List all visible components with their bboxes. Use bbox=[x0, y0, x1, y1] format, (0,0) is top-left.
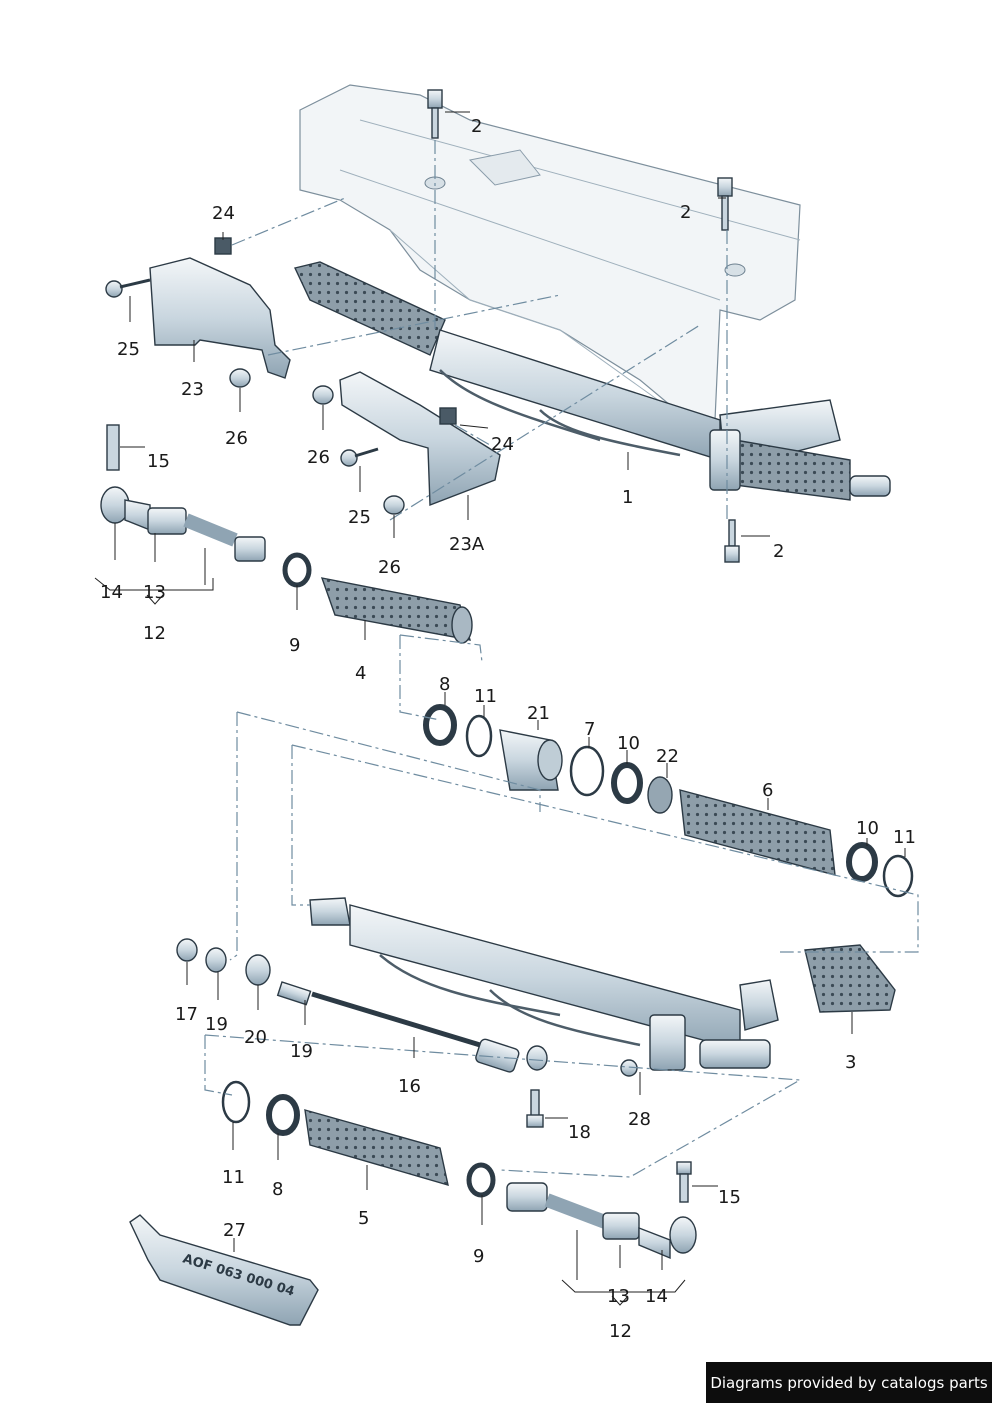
bellows-3 bbox=[804, 944, 896, 1013]
clamp-10-middle bbox=[611, 762, 643, 804]
callout-15-upper: 15 bbox=[147, 451, 170, 472]
callout-21: 21 bbox=[527, 703, 550, 724]
nut-26-a bbox=[229, 368, 251, 388]
callout-15-lower: 15 bbox=[718, 1187, 741, 1208]
washer-19-a bbox=[205, 947, 227, 973]
clamp-10-right bbox=[846, 842, 878, 882]
subframe bbox=[299, 84, 801, 431]
callout-11-middle: 11 bbox=[474, 686, 497, 707]
clamp-9-upper bbox=[282, 552, 312, 588]
callout-18: 18 bbox=[568, 1122, 591, 1143]
washer-22 bbox=[647, 776, 673, 814]
callout-19-a: 19 bbox=[205, 1014, 228, 1035]
callout-14-lower: 14 bbox=[645, 1286, 668, 1307]
callout-8-middle: 8 bbox=[439, 674, 450, 695]
callout-9-upper: 9 bbox=[289, 635, 300, 656]
screw-25-left bbox=[105, 278, 151, 298]
callout-26-c: 26 bbox=[378, 557, 401, 578]
callout-9-lower: 9 bbox=[473, 1246, 484, 1267]
callout-26-a: 26 bbox=[225, 428, 248, 449]
callout-1: 1 bbox=[622, 487, 633, 508]
callout-8-lower: 8 bbox=[272, 1179, 283, 1200]
nut-17 bbox=[176, 938, 198, 962]
callout-25-left: 25 bbox=[117, 339, 140, 360]
nut-26-c bbox=[383, 495, 405, 515]
inner-tie-rod-16 bbox=[276, 981, 548, 1073]
bolt-2-top-right bbox=[717, 177, 733, 231]
callout-16: 16 bbox=[398, 1076, 421, 1097]
callout-23A: 23A bbox=[449, 534, 485, 555]
credit-banner: Diagrams provided by catalogs parts bbox=[706, 1362, 992, 1403]
callout-24-upper: 24 bbox=[212, 203, 235, 224]
clamp-9-lower bbox=[466, 1162, 496, 1198]
callout-5: 5 bbox=[358, 1208, 369, 1229]
callout-labels: 1 2 2 2 3 4 5 6 7 8 8 9 9 10 10 11 11 11… bbox=[100, 116, 916, 1342]
callout-13-lower: 13 bbox=[607, 1286, 630, 1307]
callout-19-b: 19 bbox=[290, 1041, 313, 1062]
callout-14-upper: 14 bbox=[100, 582, 123, 603]
ring-11-right bbox=[882, 854, 914, 898]
callout-6: 6 bbox=[762, 780, 773, 801]
callout-2-top-right: 2 bbox=[680, 202, 691, 223]
callout-2-bottom: 2 bbox=[773, 541, 784, 562]
callout-13-upper: 13 bbox=[143, 582, 166, 603]
callout-24-lower: 24 bbox=[491, 434, 514, 455]
callout-22: 22 bbox=[656, 746, 679, 767]
callout-20: 20 bbox=[244, 1027, 267, 1048]
callout-17: 17 bbox=[175, 1004, 198, 1025]
callout-12-upper: 12 bbox=[143, 623, 166, 644]
callout-3: 3 bbox=[845, 1052, 856, 1073]
clip-24-right bbox=[439, 407, 457, 425]
assembly-lines bbox=[204, 140, 919, 1178]
callout-27: 27 bbox=[223, 1220, 246, 1241]
ring-7 bbox=[569, 745, 605, 797]
callout-2-top-left: 2 bbox=[471, 116, 482, 137]
steering-rack-exploded bbox=[309, 897, 779, 1071]
callout-25-right: 25 bbox=[348, 507, 371, 528]
callout-11-right: 11 bbox=[893, 827, 916, 848]
clamp-8-middle bbox=[423, 704, 457, 746]
leader-lines bbox=[94, 111, 906, 1306]
callout-11-lower: 11 bbox=[222, 1167, 245, 1188]
bellows-5 bbox=[304, 1109, 449, 1186]
nut-26-b bbox=[312, 385, 334, 405]
bushing-21 bbox=[499, 729, 563, 791]
callout-4: 4 bbox=[355, 663, 366, 684]
tie-rod-upper-left bbox=[100, 424, 266, 562]
callout-28: 28 bbox=[628, 1109, 651, 1130]
callout-23: 23 bbox=[181, 379, 204, 400]
callout-26-b: 26 bbox=[307, 447, 330, 468]
bolt-2-bottom bbox=[724, 519, 740, 563]
heat-shield-23A bbox=[339, 371, 501, 507]
clamp-8-lower bbox=[266, 1094, 300, 1136]
callout-12-lower: 12 bbox=[609, 1321, 632, 1342]
ring-11-lower bbox=[221, 1080, 251, 1124]
screw-25-right bbox=[340, 447, 379, 467]
callout-10-middle: 10 bbox=[617, 733, 640, 754]
bolt-18 bbox=[526, 1089, 544, 1128]
ring-11-middle bbox=[465, 714, 493, 758]
grease-tube-27: AOF 063 000 04 bbox=[129, 1214, 319, 1326]
callout-7: 7 bbox=[584, 719, 595, 740]
callout-10-right: 10 bbox=[856, 818, 879, 839]
bellows-4 bbox=[320, 577, 473, 644]
bolt-2-top-left bbox=[427, 89, 443, 139]
bellows-6 bbox=[679, 789, 836, 876]
tie-rod-lower-right bbox=[506, 1182, 697, 1260]
sleeve-20 bbox=[245, 954, 271, 986]
steering-rack-assembled bbox=[294, 261, 891, 501]
clip-24-left bbox=[214, 237, 232, 255]
heat-shield-23 bbox=[149, 257, 291, 379]
bolt-15-lower bbox=[676, 1161, 692, 1203]
